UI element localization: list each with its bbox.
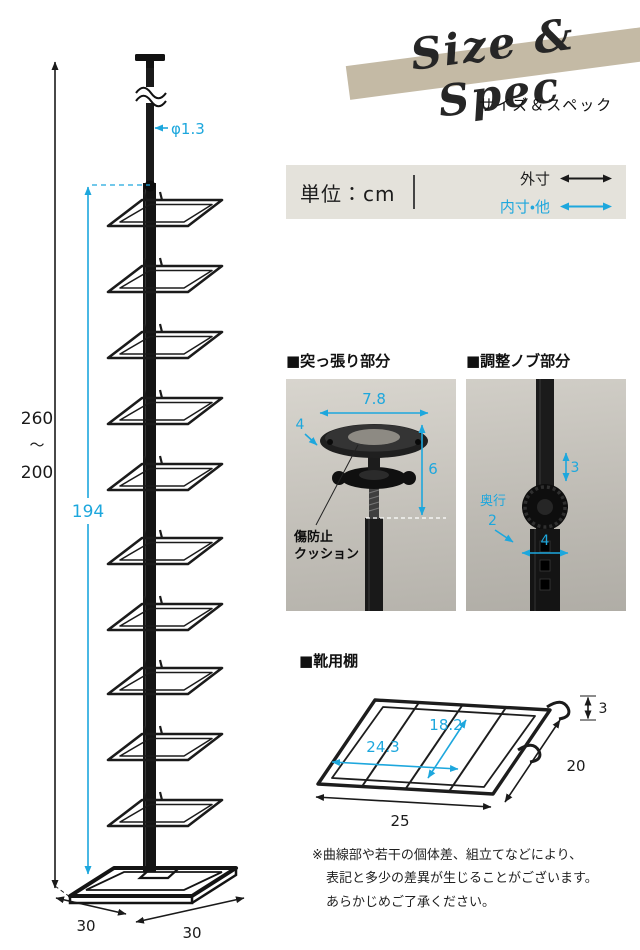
total-height-min-label: 200: [21, 463, 53, 483]
wire-shelf: [106, 322, 224, 360]
knob-detail-diagram: 3 奥行 2 4: [480, 379, 580, 611]
wire-shelf: [106, 528, 224, 566]
wire-shelf: [106, 190, 224, 228]
knob-section: ■調整ノブ部分: [466, 350, 626, 611]
cushion-label-line2: クッション: [294, 547, 359, 562]
base-extension-line: [54, 885, 71, 898]
knob-depth-pointer: [494, 529, 514, 543]
knob-top-label: 3: [571, 460, 580, 476]
shelf-outer-width-dimension-line: [315, 793, 492, 811]
inner-height-label: 194: [72, 502, 104, 522]
rack-illustration: 260 〜 200 φ1.3 194: [21, 54, 245, 942]
shelf-inner-width-dimension-line: [331, 758, 459, 773]
shelf-inner-depth-dimension-line: [427, 719, 467, 779]
disclaimer-line-2: 表記と多少の差異が生じることがございます。: [326, 871, 598, 887]
tension-pole-top: [135, 54, 167, 185]
disclaimer: ※曲線部や若干の個体差、組立てなどにより、 表記と多少の差異が生じることがござい…: [312, 844, 634, 914]
wire-shelf: [106, 658, 224, 696]
shoe-shelf-diagram: 24.3 18.2 25 20 3: [315, 695, 608, 830]
total-height-tilde-label: 〜: [29, 436, 44, 454]
knob-depth-word-label: 奥行: [480, 494, 506, 509]
shelf-inner-depth-label: 18.2: [429, 716, 462, 734]
shelf-hook: [546, 700, 571, 721]
shelf-height-label: 3: [599, 701, 608, 717]
page-title: Size & Spec: [407, 9, 578, 128]
legend-rows: 外寸 内寸・他: [431, 168, 612, 217]
cushion-pointer-line: [315, 444, 359, 526]
tension-photo: 7.8 4 6 傷防止 クッション: [286, 379, 456, 611]
plate-depth-label: 4: [296, 417, 305, 433]
wire-shelf: [106, 388, 224, 426]
shelf-outer-width-label: 25: [390, 812, 409, 830]
tension-detail-diagram: 7.8 4 6 傷防止 クッション: [293, 390, 446, 611]
outer-dim-legend: 外寸: [431, 168, 612, 189]
pole-diameter-label: φ1.3: [171, 120, 205, 138]
top-plate: [320, 424, 428, 458]
unit-label: 単位：cm: [300, 181, 396, 206]
disclaimer-line-1: ※曲線部や若干の個体差、組立てなどにより、: [312, 848, 583, 863]
shelf-wire-frame: [316, 698, 552, 796]
shoe-shelf-title: ■靴用棚: [299, 652, 359, 670]
plate-depth-pointer: [304, 433, 318, 446]
shelf-inner-width-label: 24.3: [366, 738, 399, 756]
cushion-label-line1: 傷防止: [293, 529, 333, 545]
main-pole: [143, 180, 156, 872]
legend-divider: [413, 175, 416, 209]
wire-shelves: [106, 190, 224, 828]
wire-shelf: [106, 594, 224, 632]
base-depth-dimension-line: [55, 896, 127, 916]
base-plate: [68, 866, 238, 905]
adjust-knob: [144, 180, 156, 192]
tension-section: ■突っ張り部分: [286, 350, 456, 611]
wire-shelf: [106, 790, 224, 828]
adjust-knob-large: [522, 484, 568, 530]
page-subtitle: サイズ＆スペック: [478, 96, 614, 114]
knob-photo: 3 奥行 2 4: [466, 379, 626, 611]
outer-dim-label: 外寸: [519, 169, 550, 188]
knob-width-label: 4: [541, 533, 550, 549]
knob-section-title: ■調整ノブ部分: [466, 352, 571, 370]
base-width-label: 30: [182, 924, 201, 942]
plate-width-label: 7.8: [362, 390, 386, 408]
shelf-outer-depth-label: 20: [566, 757, 585, 775]
pole: [365, 518, 383, 611]
tension-section-title: ■突っ張り部分: [286, 352, 391, 370]
wire-shelf: [106, 454, 224, 492]
wire-shelf: [106, 256, 224, 294]
unit-legend: 単位：cm 外寸 内寸・他: [286, 165, 626, 219]
inner-dim-legend: 内寸・他: [431, 196, 612, 217]
outer-tube: [530, 529, 560, 611]
outer-dim-arrow-icon: [560, 174, 612, 182]
wire-shelf: [106, 724, 224, 762]
base-width-dimension-line: [135, 896, 245, 924]
threaded-rod: [368, 487, 380, 519]
inner-dim-label: 内寸・他: [499, 197, 550, 216]
wing-knob: [332, 467, 416, 489]
plate-height-label: 6: [428, 460, 438, 478]
inner-height-label-bg: [66, 498, 110, 524]
cushion: [348, 429, 400, 445]
disclaimer-line-3: あらかじめご了承ください。: [326, 894, 496, 910]
shelf-outer-depth-dimension-line: [504, 719, 561, 803]
inner-dim-arrow-icon: [560, 202, 612, 210]
knob-depth-label: 2: [488, 513, 497, 529]
base-depth-label: 30: [76, 917, 95, 935]
total-height-max-label: 260: [21, 409, 53, 429]
